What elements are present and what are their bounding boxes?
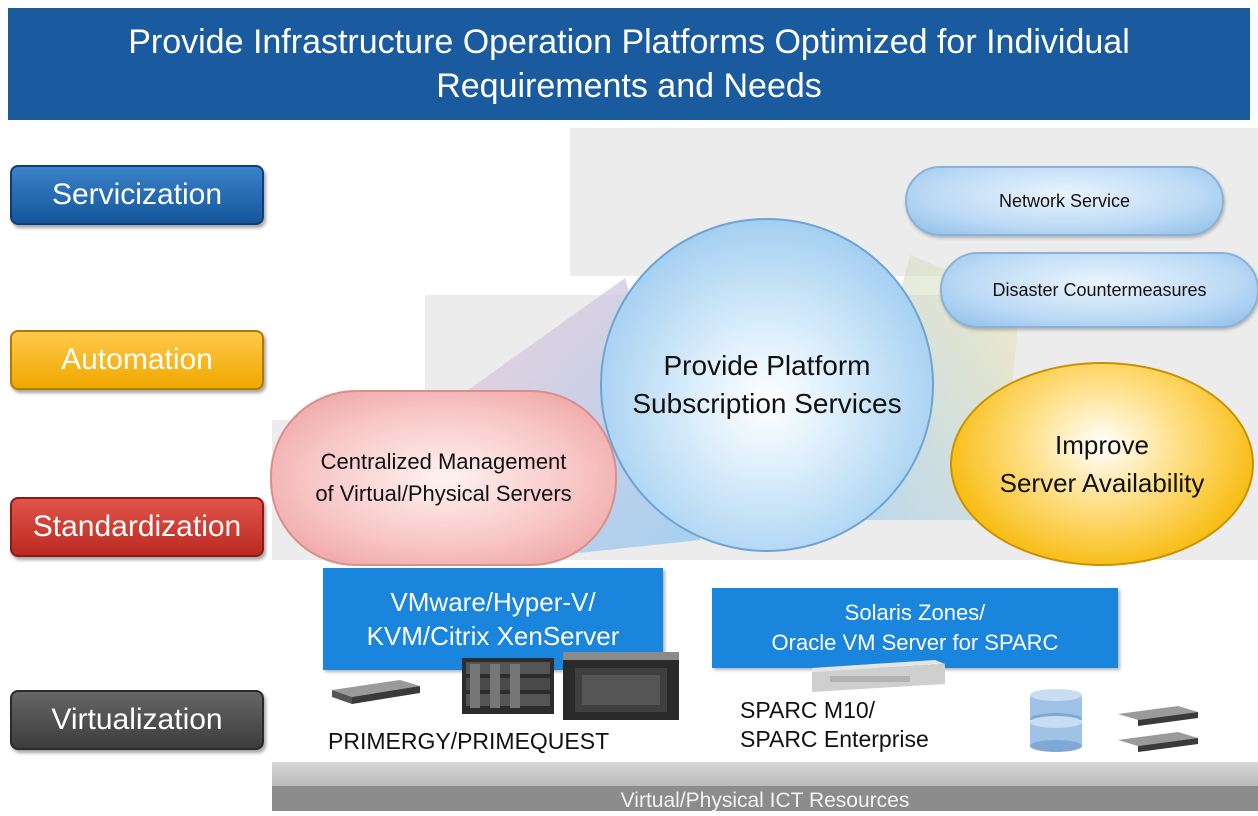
level-virtualization: Virtualization xyxy=(10,690,264,750)
rack-server-icon xyxy=(332,680,420,704)
page-title: Provide Infrastructure Operation Platfor… xyxy=(8,8,1250,120)
level-automation: Automation xyxy=(10,330,264,390)
platform-subscription-circle: Provide Platform Subscription Services xyxy=(600,218,934,552)
level-standardization: Standardization xyxy=(10,497,264,557)
level-servicization: Servicization xyxy=(10,165,264,225)
primergy-label: PRIMERGY/PRIMEQUEST xyxy=(328,728,610,754)
small-rack-server-icon xyxy=(1118,706,1198,752)
sparc-label: SPARC M10/ SPARC Enterprise xyxy=(740,697,929,752)
storage-icon xyxy=(1030,689,1082,752)
server-availability-oval: Improve Server Availability xyxy=(950,362,1254,566)
centralized-management-oval: Centralized Management of Virtual/Physic… xyxy=(270,390,617,566)
blade-server-icon xyxy=(462,658,554,714)
tower-server-icon xyxy=(563,652,679,720)
resources-platform: Virtual/Physical ICT Resources xyxy=(272,786,1258,812)
network-service-pill: Network Service xyxy=(905,166,1224,236)
solaris-box: Solaris Zones/ Oracle VM Server for SPAR… xyxy=(712,588,1118,668)
sparc-server-icon xyxy=(812,660,945,692)
